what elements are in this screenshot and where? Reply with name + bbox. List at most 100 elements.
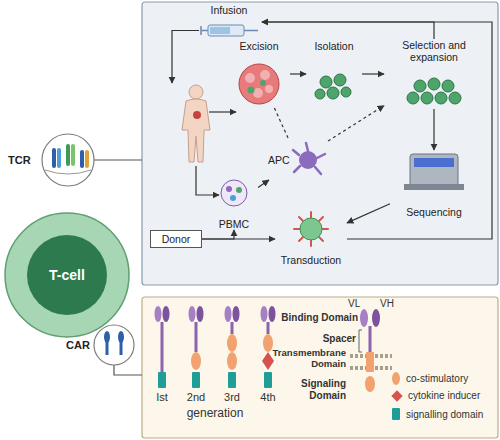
tumor-tissue [239, 64, 279, 104]
panel [142, 2, 498, 438]
flow-arrow [202, 230, 234, 239]
pbmc-sample-part [226, 186, 232, 192]
tcr-inset-part [42, 134, 94, 186]
car-generation-glyph-part [263, 334, 273, 352]
legend-entry: signalling domain [392, 408, 483, 420]
patient-figure-part [189, 85, 203, 99]
isolated-cells-part [341, 87, 351, 97]
legend-text: co-stimulatory [406, 373, 468, 384]
node-text: Selection and expansion [384, 39, 484, 63]
tcr-inset-part [85, 150, 89, 168]
apc-cell [293, 143, 325, 174]
t-cell-body [5, 213, 129, 337]
flow-arrow [262, 22, 434, 39]
legend-swatch [392, 372, 400, 385]
tcr-inset [42, 134, 94, 186]
tcr-inset-part [45, 170, 91, 174]
infusion-syringe-part [210, 27, 230, 34]
node-text: T-cell [49, 267, 85, 283]
car-generation-glyph-part [231, 322, 234, 334]
part-label: generation [170, 407, 260, 421]
tcr-inset-part [52, 148, 56, 168]
isolated-cells-part [320, 76, 332, 88]
patient-arrow-part [196, 166, 219, 195]
process-step: Transduction [275, 212, 347, 266]
car-inset-part [106, 342, 109, 355]
node-text: APC [268, 154, 290, 166]
flow-arrow [347, 204, 390, 223]
car-generation-glyph-part [228, 372, 236, 388]
receptor-inset: TCR [8, 134, 94, 186]
car-generation-glyph-part [225, 306, 232, 322]
receptor-inset: CAR [66, 324, 134, 366]
legend-entry: co-stimulatory [392, 372, 468, 385]
car-generation-glyph-part [161, 322, 164, 372]
leader-line-part [114, 365, 142, 375]
isolated-cells [315, 74, 351, 99]
part-label: Binding Domain [280, 312, 358, 324]
flow-arrow [262, 22, 492, 239]
car-generation-glyph-part [269, 306, 276, 322]
pbmc-sample [221, 180, 247, 206]
part-label: VL [348, 298, 364, 310]
process-step: APC [268, 140, 328, 180]
legend-entry: cytokine inducer [392, 390, 480, 401]
tumor-tissue-part [248, 87, 255, 94]
flow-arrow [433, 109, 434, 150]
car-inset [94, 325, 134, 365]
transduced-cell [294, 212, 328, 246]
source-box: Donor [150, 230, 202, 248]
car-generation-glyph-part [227, 334, 237, 352]
process-step: PBMC [210, 178, 258, 230]
node-text: CAR [66, 339, 90, 352]
panel-part [142, 297, 498, 438]
car-generation-glyph-part [155, 306, 162, 322]
sequencer-part [414, 158, 454, 167]
car-generation-glyph-part [163, 306, 170, 322]
process-step: Excision [228, 40, 290, 108]
sequencer-part [410, 154, 458, 186]
node-text: Isolation [314, 40, 353, 52]
pbmc-sample-part [236, 187, 242, 193]
car-generation-glyph-part [195, 322, 198, 352]
car-generation-glyph-part [227, 352, 237, 370]
apc-cell-part [293, 143, 325, 174]
car-inset-part [104, 331, 110, 343]
tumor-tissue-part [260, 80, 266, 86]
infusion-syringe-part [208, 25, 244, 36]
t-cell-body-part [5, 213, 129, 337]
expanded-cells-part [449, 92, 461, 104]
car-schematic-part [366, 352, 374, 372]
car-schematic-part [372, 309, 380, 327]
process-step: Sequencing [390, 150, 478, 218]
part-label: Signaling Domain [286, 378, 346, 401]
pbmc-sample-part [230, 195, 236, 201]
car-generation-glyph-part [189, 306, 196, 322]
expanded-cells-part [407, 92, 419, 104]
part-label: 3rd [217, 391, 247, 404]
expanded-cells-part [421, 92, 433, 104]
legend-swatch [392, 408, 400, 420]
patient-figure [182, 85, 210, 162]
node-text: PBMC [219, 218, 249, 230]
expanded-cells [407, 78, 461, 104]
infusion-syringe-part [201, 26, 208, 35]
part-label: Ist [147, 391, 177, 404]
isolated-cells-part [327, 87, 339, 99]
tumor-tissue-part [253, 88, 263, 98]
car-generation-glyph-part [264, 372, 272, 388]
car-schematic-part [369, 326, 372, 354]
tumor-tissue-part [265, 85, 273, 93]
legend-swatch [391, 390, 402, 401]
node-text: Sequencing [406, 206, 461, 218]
part-label: 4th [253, 391, 283, 404]
expanded-cells-part [414, 80, 426, 92]
flow-arrow [258, 180, 269, 188]
car-schematic-part [360, 309, 368, 327]
process-step: Isolation [306, 40, 362, 108]
apc-cell-part [299, 151, 317, 169]
expanded-cells-part [442, 80, 454, 92]
legend-text: signalling domain [406, 409, 483, 420]
